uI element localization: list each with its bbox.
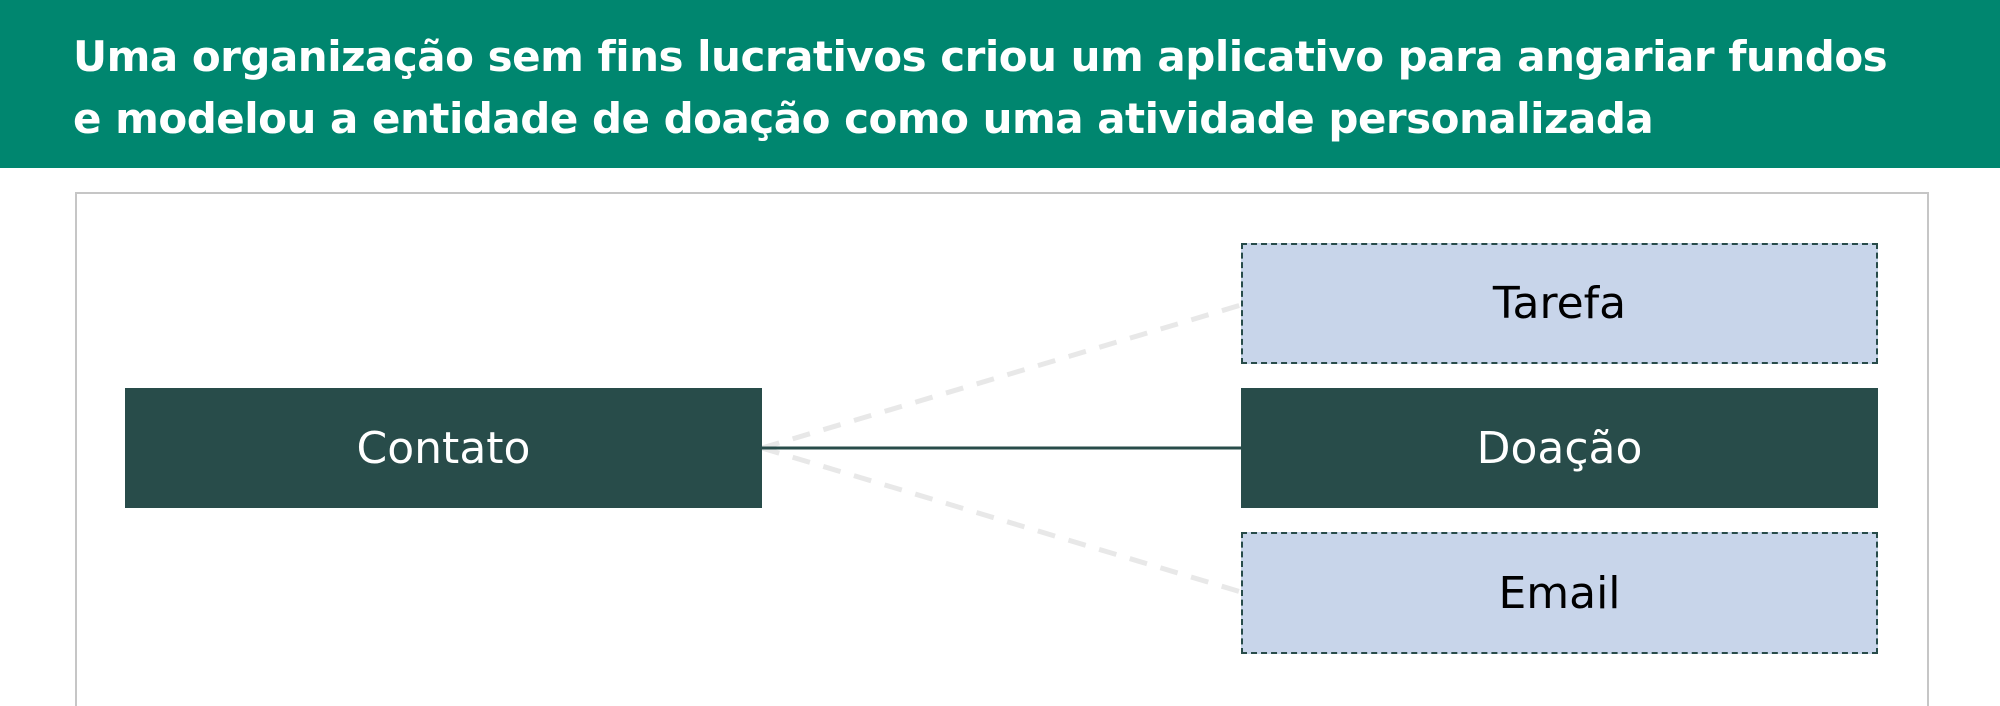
- header-banner: Uma organização sem fins lucrativos crio…: [0, 0, 2000, 168]
- entity-tarefa-label: Tarefa: [1492, 278, 1627, 329]
- connector-email: [761, 445, 1242, 595]
- title-line-2: e modelou a entidade de doação como uma …: [73, 94, 1654, 143]
- entity-email-label: Email: [1498, 567, 1621, 619]
- entity-doacao-label: Doação: [1476, 422, 1643, 474]
- entity-contato: Contato: [125, 388, 762, 508]
- connector-tarefa: [761, 302, 1242, 451]
- diagram-frame: [75, 192, 1929, 706]
- entity-doacao: Doação: [1241, 388, 1878, 508]
- entity-contato-label: Contato: [356, 422, 531, 474]
- title-line-1: Uma organização sem fins lucrativos crio…: [73, 32, 1888, 81]
- page-title: Uma organização sem fins lucrativos crio…: [73, 26, 1973, 150]
- entity-tarefa: Tarefa: [1241, 243, 1878, 364]
- entity-email: Email: [1241, 532, 1878, 654]
